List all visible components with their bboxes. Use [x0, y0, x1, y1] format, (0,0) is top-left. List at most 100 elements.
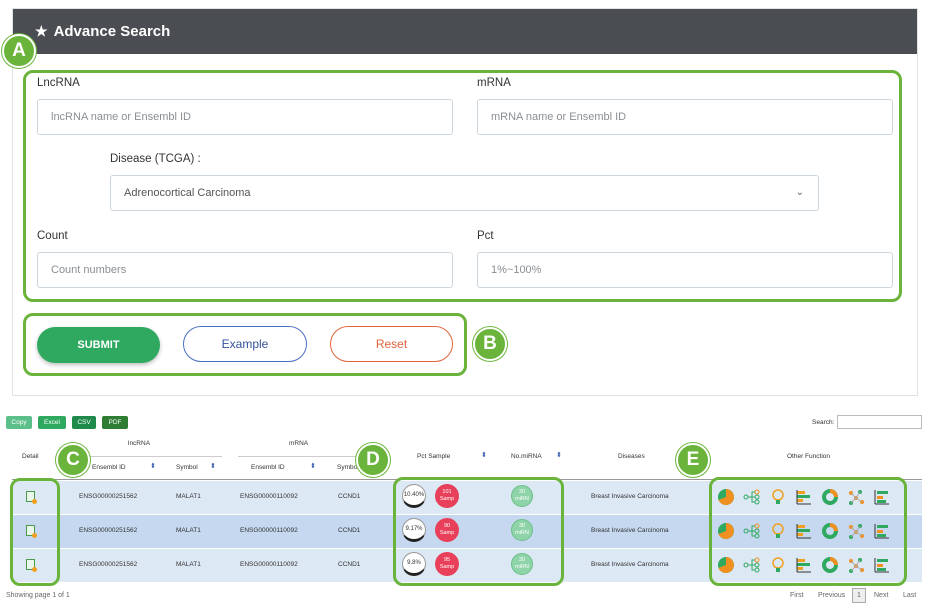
bar-chart-icon[interactable]	[795, 556, 813, 574]
sort-icon[interactable]: ⬍	[150, 463, 156, 470]
pct-circle: 10.40%	[402, 484, 426, 508]
lncrna-label: LncRNA	[37, 77, 80, 89]
heatmap-chart-icon[interactable]	[873, 522, 891, 540]
pager-page-current[interactable]: 1	[852, 588, 866, 603]
scatter-network-icon[interactable]	[847, 556, 865, 574]
lncrna-symbol: MALAT1	[176, 527, 201, 534]
header-mrna-symbol[interactable]: Symbol	[337, 464, 359, 471]
count-input[interactable]: Count numbers	[37, 252, 453, 288]
pager-next[interactable]: Next	[874, 592, 889, 599]
pie-chart-icon[interactable]	[717, 556, 735, 574]
scatter-network-icon[interactable]	[847, 522, 865, 540]
pct-label: Pct	[477, 230, 494, 242]
heatmap-chart-icon[interactable]	[873, 556, 891, 574]
lightbulb-icon[interactable]	[769, 556, 787, 574]
annotation-badge-d: D	[356, 443, 390, 477]
network-tree-icon[interactable]	[743, 522, 761, 540]
sort-icon[interactable]: ⬍	[310, 463, 316, 470]
copy-button[interactable]: Copy	[6, 416, 32, 429]
detail-document-icon[interactable]	[26, 525, 37, 538]
chevron-down-icon: ⌄	[795, 187, 804, 198]
lncrna-input[interactable]: lncRNA name or Ensembl ID	[37, 99, 453, 135]
lncrna-ensembl-id: ENSG00000251562	[79, 493, 138, 500]
lncrna-ensembl-id: ENSG00000251562	[79, 561, 138, 568]
detail-document-icon[interactable]	[26, 491, 37, 504]
form-highlight-box	[23, 70, 902, 302]
csv-button[interactable]: CSV	[72, 416, 96, 429]
header-pct-sample[interactable]: Pct Sample	[417, 453, 451, 460]
header-ensembl-id[interactable]: Ensembl ID	[92, 464, 126, 471]
function-highlight-box	[709, 477, 907, 586]
pie-chart-icon[interactable]	[717, 488, 735, 506]
pct-highlight-box	[393, 477, 564, 586]
donut-chart-icon[interactable]	[821, 488, 839, 506]
header-symbol[interactable]: Symbol	[176, 464, 198, 471]
header-divider-mrna	[238, 456, 374, 457]
donut-chart-icon[interactable]	[821, 556, 839, 574]
bar-chart-icon[interactable]	[795, 522, 813, 540]
lightbulb-icon[interactable]	[769, 522, 787, 540]
detail-document-icon[interactable]	[26, 559, 37, 572]
example-button[interactable]: Example	[183, 326, 307, 362]
header-divider-lncrna	[82, 456, 222, 457]
lightbulb-icon[interactable]	[769, 488, 787, 506]
table-info: Showing page 1 of 1	[6, 592, 70, 599]
count-label: Count	[37, 230, 68, 242]
star-icon: ★	[35, 23, 48, 39]
mrna-symbol: CCND1	[338, 561, 361, 568]
mrna-input[interactable]: mRNA name or Ensembl ID	[477, 99, 893, 135]
search-label: Search:	[812, 419, 835, 426]
disease-selected-value: Adrenocortical Carcinoma	[124, 187, 251, 199]
annotation-badge-a: A	[2, 34, 36, 68]
pager-first[interactable]: First	[790, 592, 804, 599]
header-mrna-ensembl-id[interactable]: Ensembl ID	[251, 464, 285, 471]
donut-chart-icon[interactable]	[821, 522, 839, 540]
disease-cell: Breast Invasive Carcinoma	[591, 527, 669, 534]
bar-chart-icon[interactable]	[795, 488, 813, 506]
header-diseases: Diseases	[618, 453, 645, 460]
reset-button[interactable]: Reset	[330, 326, 453, 362]
disease-label: Disease (TCGA) :	[110, 153, 201, 165]
header-detail: Detail	[22, 453, 39, 460]
sort-icon[interactable]: ⬍	[481, 452, 487, 459]
sort-icon[interactable]: ⬍	[556, 452, 562, 459]
pct-input[interactable]: 1%~100%	[477, 252, 893, 288]
lncrna-symbol: MALAT1	[176, 493, 201, 500]
lncrna-symbol: MALAT1	[176, 561, 201, 568]
excel-button[interactable]: Excel	[38, 416, 66, 429]
sort-icon[interactable]: ⬍	[210, 463, 216, 470]
pager-previous[interactable]: Previous	[818, 592, 846, 599]
header-no-mirna[interactable]: No.miRNA	[511, 453, 542, 460]
mrna-label: mRNA	[477, 77, 511, 89]
card-header: ★ Advance Search	[13, 9, 917, 54]
lncrna-ensembl-id: ENSG00000251562	[79, 527, 138, 534]
mrna-ensembl-id: ENSG00000110092	[240, 527, 298, 534]
disease-select[interactable]: Adrenocortical Carcinoma ⌄	[110, 175, 819, 211]
annotation-badge-c: C	[56, 443, 90, 477]
scatter-network-icon[interactable]	[847, 488, 865, 506]
table-search-input[interactable]	[837, 415, 922, 429]
header-lncrna-group: lncRNA	[128, 440, 151, 447]
submit-button[interactable]: SUBMIT	[37, 327, 160, 363]
heatmap-chart-icon[interactable]	[873, 488, 891, 506]
pdf-button[interactable]: PDF	[102, 416, 128, 429]
pct-circle: 9.17%	[402, 518, 426, 542]
header-mrna-group: mRNA	[289, 440, 309, 447]
mrna-ensembl-id: ENSG00000110092	[240, 493, 298, 500]
network-tree-icon[interactable]	[743, 488, 761, 506]
annotation-badge-b: B	[473, 327, 507, 361]
pie-chart-icon[interactable]	[717, 522, 735, 540]
pager-last[interactable]: Last	[903, 592, 917, 599]
network-tree-icon[interactable]	[743, 556, 761, 574]
header-other-function: Other Function	[787, 453, 830, 460]
page-title: Advance Search	[53, 23, 171, 40]
